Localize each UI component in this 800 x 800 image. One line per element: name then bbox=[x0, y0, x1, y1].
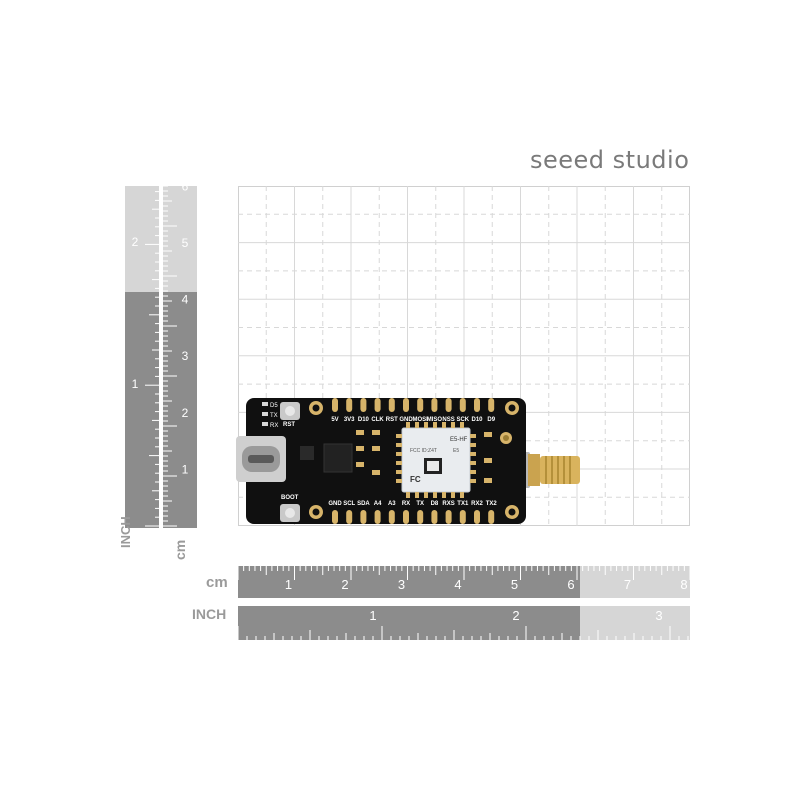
cm-label-horizontal: cm bbox=[206, 574, 228, 591]
v-cm-tick-label: 6 bbox=[182, 186, 189, 193]
label-rst: RST bbox=[283, 422, 295, 428]
silk-top-label: GND bbox=[399, 417, 413, 423]
silk-bottom-label: A3 bbox=[388, 501, 396, 507]
inch-label-horizontal: INCH bbox=[192, 606, 227, 622]
h-inch-tick-label: 2 bbox=[512, 608, 519, 623]
h-cm-tick-label: 5 bbox=[511, 577, 518, 592]
silk-bottom-label: TX2 bbox=[486, 501, 498, 507]
h-cm-tick-label: 8 bbox=[680, 577, 687, 592]
silk-top-label: SCK bbox=[456, 417, 469, 423]
v-cm-tick-label: 5 bbox=[182, 236, 189, 250]
silk-bottom-label: A4 bbox=[374, 501, 382, 507]
silk-top-label: 3V3 bbox=[344, 417, 355, 423]
v-inch-tick-label: 2 bbox=[132, 235, 139, 249]
silk-bottom-label: D8 bbox=[431, 501, 439, 507]
silk-bottom-label: SDA bbox=[357, 501, 370, 507]
h-cm-tick-label: 2 bbox=[341, 577, 348, 592]
v-cm-tick-label: 3 bbox=[182, 349, 189, 363]
h-inch-tick-label: 1 bbox=[369, 608, 376, 623]
h-inch-tick-label: 3 bbox=[655, 608, 662, 623]
silk-bottom-label: TX bbox=[416, 501, 424, 507]
silk-top-label: NSS bbox=[442, 417, 454, 423]
silk-bottom-label: RX bbox=[402, 501, 410, 507]
silk-top-label: D9 bbox=[487, 417, 495, 423]
v-cm-tick-label: 2 bbox=[182, 406, 189, 420]
silk-top-label: D10 bbox=[358, 417, 370, 423]
label-tx: TX bbox=[270, 413, 278, 419]
h-cm-tick-label: 1 bbox=[285, 577, 292, 592]
vertical-ruler: 1 2 3 4 5 6 1 2 bbox=[125, 186, 197, 528]
silk-top-label: D10 bbox=[471, 417, 483, 423]
module-fcc: FCC ID:Z4T bbox=[410, 448, 437, 454]
label-boot: BOOT bbox=[281, 495, 299, 501]
silk-top-label: MISO bbox=[427, 417, 443, 423]
brand-logo: seeed studio bbox=[530, 146, 690, 174]
module-e5: E5 bbox=[453, 448, 459, 454]
h-cm-tick-label: 7 bbox=[624, 577, 631, 592]
silk-bottom-label: RX2 bbox=[471, 501, 483, 507]
module-model: E5-HF bbox=[450, 437, 468, 443]
horizontal-ruler: 1 2 3 4 5 6 7 8 1 2 3 bbox=[238, 566, 690, 640]
h-cm-tick-label: 3 bbox=[398, 577, 405, 592]
silk-bottom-label: GND bbox=[328, 501, 342, 507]
silk-bottom-label: RXS bbox=[442, 501, 454, 507]
silk-top-label: RST bbox=[386, 417, 398, 423]
silk-top-label: CLK bbox=[371, 417, 384, 423]
silk-bottom-label: TX1 bbox=[457, 501, 469, 507]
silk-top-label: 5V bbox=[331, 417, 338, 423]
label-d5: D5 bbox=[270, 403, 278, 409]
h-cm-tick-label: 4 bbox=[454, 577, 461, 592]
silk-bottom-label: SCL bbox=[343, 501, 355, 507]
v-inch-tick-label: 1 bbox=[132, 377, 139, 391]
v-cm-tick-label: 1 bbox=[182, 462, 189, 476]
silk-top-label: MOSI bbox=[413, 417, 429, 423]
h-cm-tick-label: 6 bbox=[567, 577, 574, 592]
v-cm-tick-label: 4 bbox=[182, 293, 189, 307]
label-rx: RX bbox=[270, 423, 278, 429]
module-fc-mark: FC bbox=[410, 475, 421, 484]
